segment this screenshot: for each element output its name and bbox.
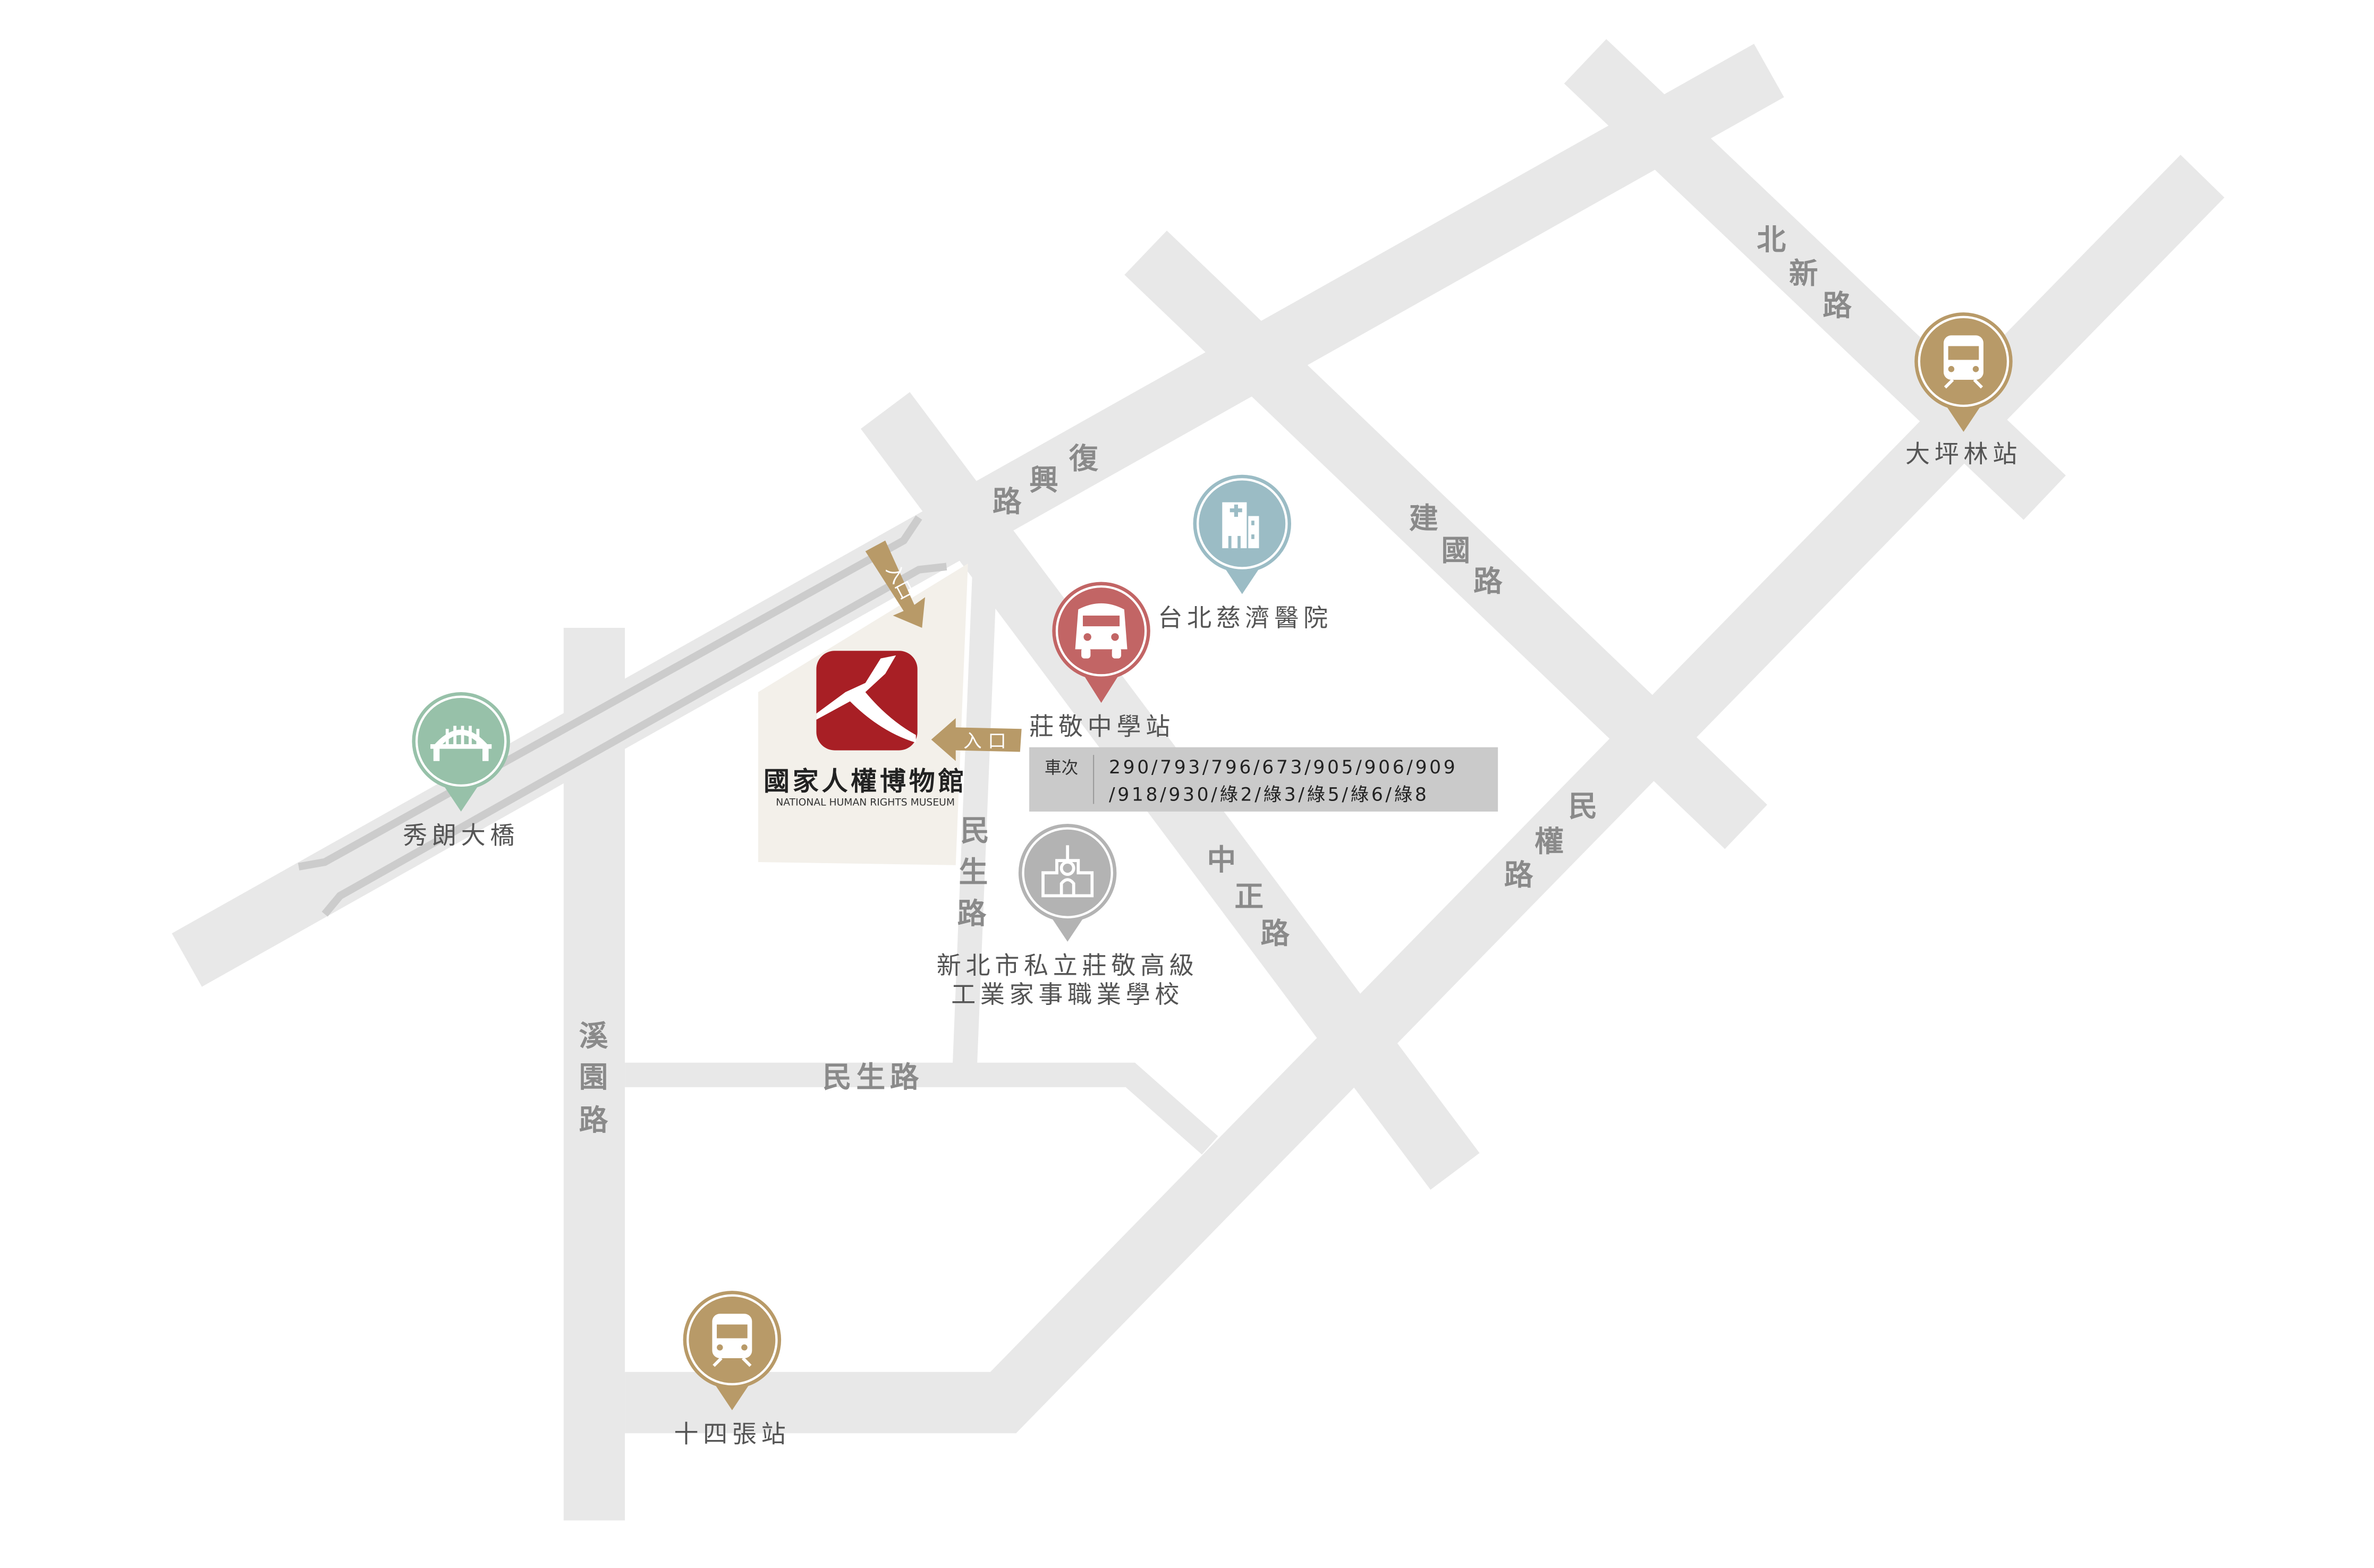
svg-text:溪: 溪 [579,1019,608,1053]
pin-bridge[interactable]: 秀朗大橋 [403,692,519,849]
svg-text:路: 路 [957,896,987,930]
svg-text:路: 路 [1260,916,1290,950]
poi-label: 工業家事職業學校 [951,980,1184,1009]
bus-routes-line-1: 290/793/796/673/905/906/909 [1109,757,1457,778]
svg-text:民: 民 [960,814,989,848]
svg-text:興: 興 [1029,463,1058,497]
svg-text:正: 正 [1234,880,1264,914]
poi-label: 台北慈濟醫院 [1158,603,1333,632]
museum-name-en: NATIONAL HUMAN RIGHTS MUSEUM [776,797,955,808]
poi-label: 秀朗大橋 [403,821,519,849]
bus-info-header: 車次 [1045,759,1078,778]
svg-text:北: 北 [1757,223,1786,257]
bus-routes-line-2: /918/930/綠2/綠3/綠5/綠6/綠8 [1109,785,1429,806]
svg-text:路: 路 [1822,288,1852,322]
svg-text:生: 生 [959,855,988,889]
svg-text:路: 路 [993,484,1022,518]
svg-text:園: 園 [579,1060,608,1094]
svg-text:復: 復 [1069,441,1099,475]
poi-label: 十四張站 [674,1420,790,1448]
road-labels: 復 興 路 北 新 路 建 國 路 民 權 路 中 正 路 民 生 路 民生路 … [579,223,1852,1137]
bus-icon [1075,603,1127,659]
svg-text:中: 中 [1207,842,1236,876]
svg-text:國: 國 [1442,533,1471,567]
svg-text:路: 路 [579,1103,608,1137]
svg-text:民: 民 [1568,789,1598,823]
pin-shisizhang-station[interactable]: 十四張站 [674,1291,790,1448]
poi-label: 新北市私立莊敬高級 [937,951,1199,979]
roads [172,39,2225,1521]
road-fuxing [172,44,1784,987]
road-minsheng-v [952,566,997,1065]
svg-text:建: 建 [1409,501,1438,535]
pin-bus-stop[interactable]: 莊敬中學站 [1029,582,1175,741]
train-icon [712,1314,752,1367]
bus-info-box: 車次 290/793/796/673/905/906/909 /918/930/… [1029,747,1498,812]
museum-name-zh: 國家人權博物館 [764,766,967,797]
bridge-icon [430,726,492,761]
pin-school[interactable]: 新北市私立莊敬高級 工業家事職業學校 [937,823,1199,1009]
entrance-arrow-east: 入口 [931,718,1022,761]
pin-hospital[interactable]: 台北慈濟醫院 [1158,474,1333,632]
svg-text:路: 路 [1473,564,1503,598]
poi-label: 大坪林站 [1905,440,2022,468]
train-icon [1943,335,1983,389]
road-minquan [625,155,2225,1434]
hospital-icon [1222,502,1259,549]
pin-dapinglin-station[interactable]: 大坪林站 [1905,312,2022,468]
rail-line [298,515,922,871]
poi-label: 莊敬中學站 [1029,712,1175,741]
rail-line [321,563,947,917]
svg-text:新: 新 [1789,256,1818,290]
school-icon [1041,845,1094,898]
svg-text:權: 權 [1534,824,1564,858]
svg-text:民生路: 民生路 [823,1060,923,1094]
svg-text:入口: 入口 [963,731,1012,752]
svg-text:路: 路 [1504,858,1533,892]
road-minsheng-h [625,1062,1218,1155]
museum-logo[interactable]: 國家人權博物館 NATIONAL HUMAN RIGHTS MUSEUM [764,651,967,808]
